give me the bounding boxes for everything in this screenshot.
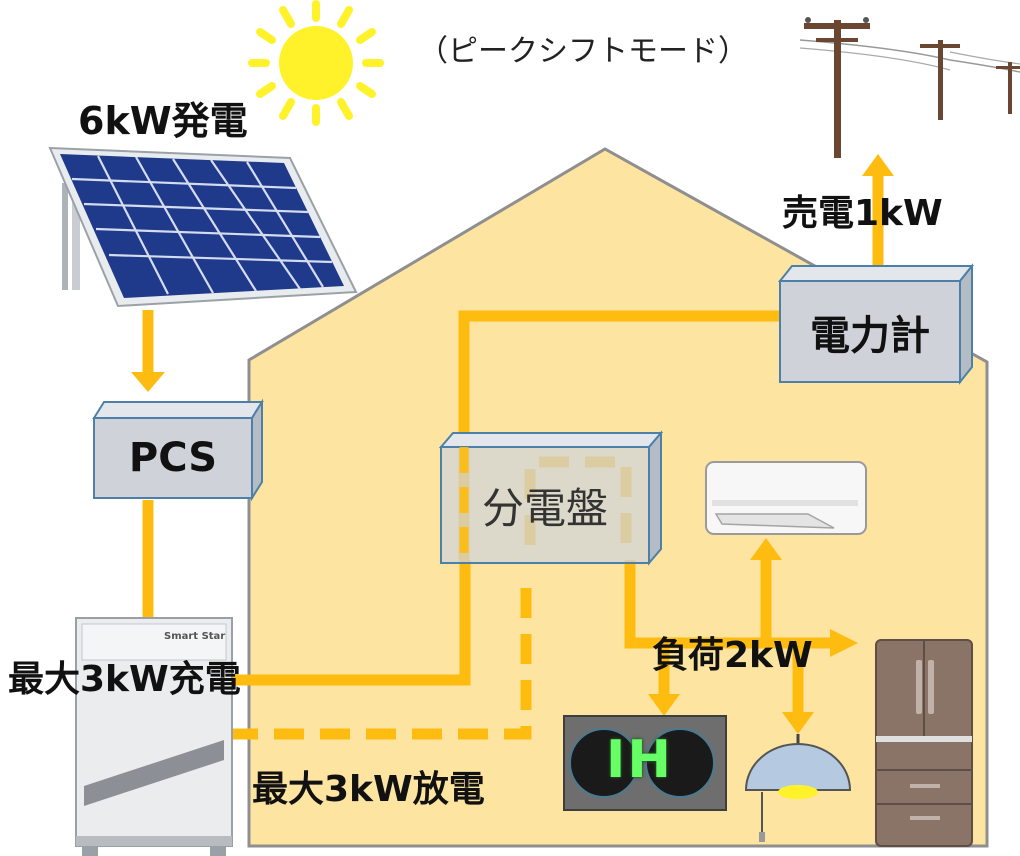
ceiling-lamp-icon — [744, 734, 852, 842]
ih-label: IH — [606, 730, 673, 790]
arrow-up-aircon — [750, 538, 782, 560]
arrow-down-light — [782, 712, 814, 734]
generation-label: 6kW発電 — [78, 99, 248, 143]
battery-icon — [75, 617, 233, 856]
air-conditioner-icon — [705, 461, 867, 535]
meter-box — [777, 263, 975, 385]
flow-charge-line — [230, 560, 471, 686]
sell-power-label: 売電1kW — [782, 193, 943, 234]
pcs-label: PCS — [128, 435, 218, 481]
mode-label: （ピークシフトモード） — [418, 34, 748, 69]
ih-cooktop-icon — [563, 715, 727, 811]
discharge-label: 最大3kW放電 — [252, 769, 485, 810]
arrow-right-fridge — [830, 629, 858, 657]
utility-pole-icon — [799, 17, 1020, 158]
pcs-box — [92, 398, 264, 502]
arrow-up-grid — [862, 154, 894, 176]
sun-icon — [248, 0, 384, 126]
distribution-panel-label: 分電盤 — [481, 483, 608, 533]
battery-brand-label: Smart Star — [164, 631, 226, 642]
flow-discharge-line — [150, 588, 532, 740]
charge-label: 最大3kW充電 — [8, 659, 241, 700]
arrow-down-pcs — [131, 372, 165, 392]
distribution-panel-box — [438, 430, 664, 566]
load-label: 負荷2kW — [652, 635, 813, 676]
discharge-dashed-lines — [150, 456, 632, 740]
meter-label: 電力計 — [810, 312, 930, 359]
solar-panel-icon — [48, 146, 358, 308]
refrigerator-icon — [875, 639, 973, 847]
arrow-down-ih — [648, 694, 680, 716]
